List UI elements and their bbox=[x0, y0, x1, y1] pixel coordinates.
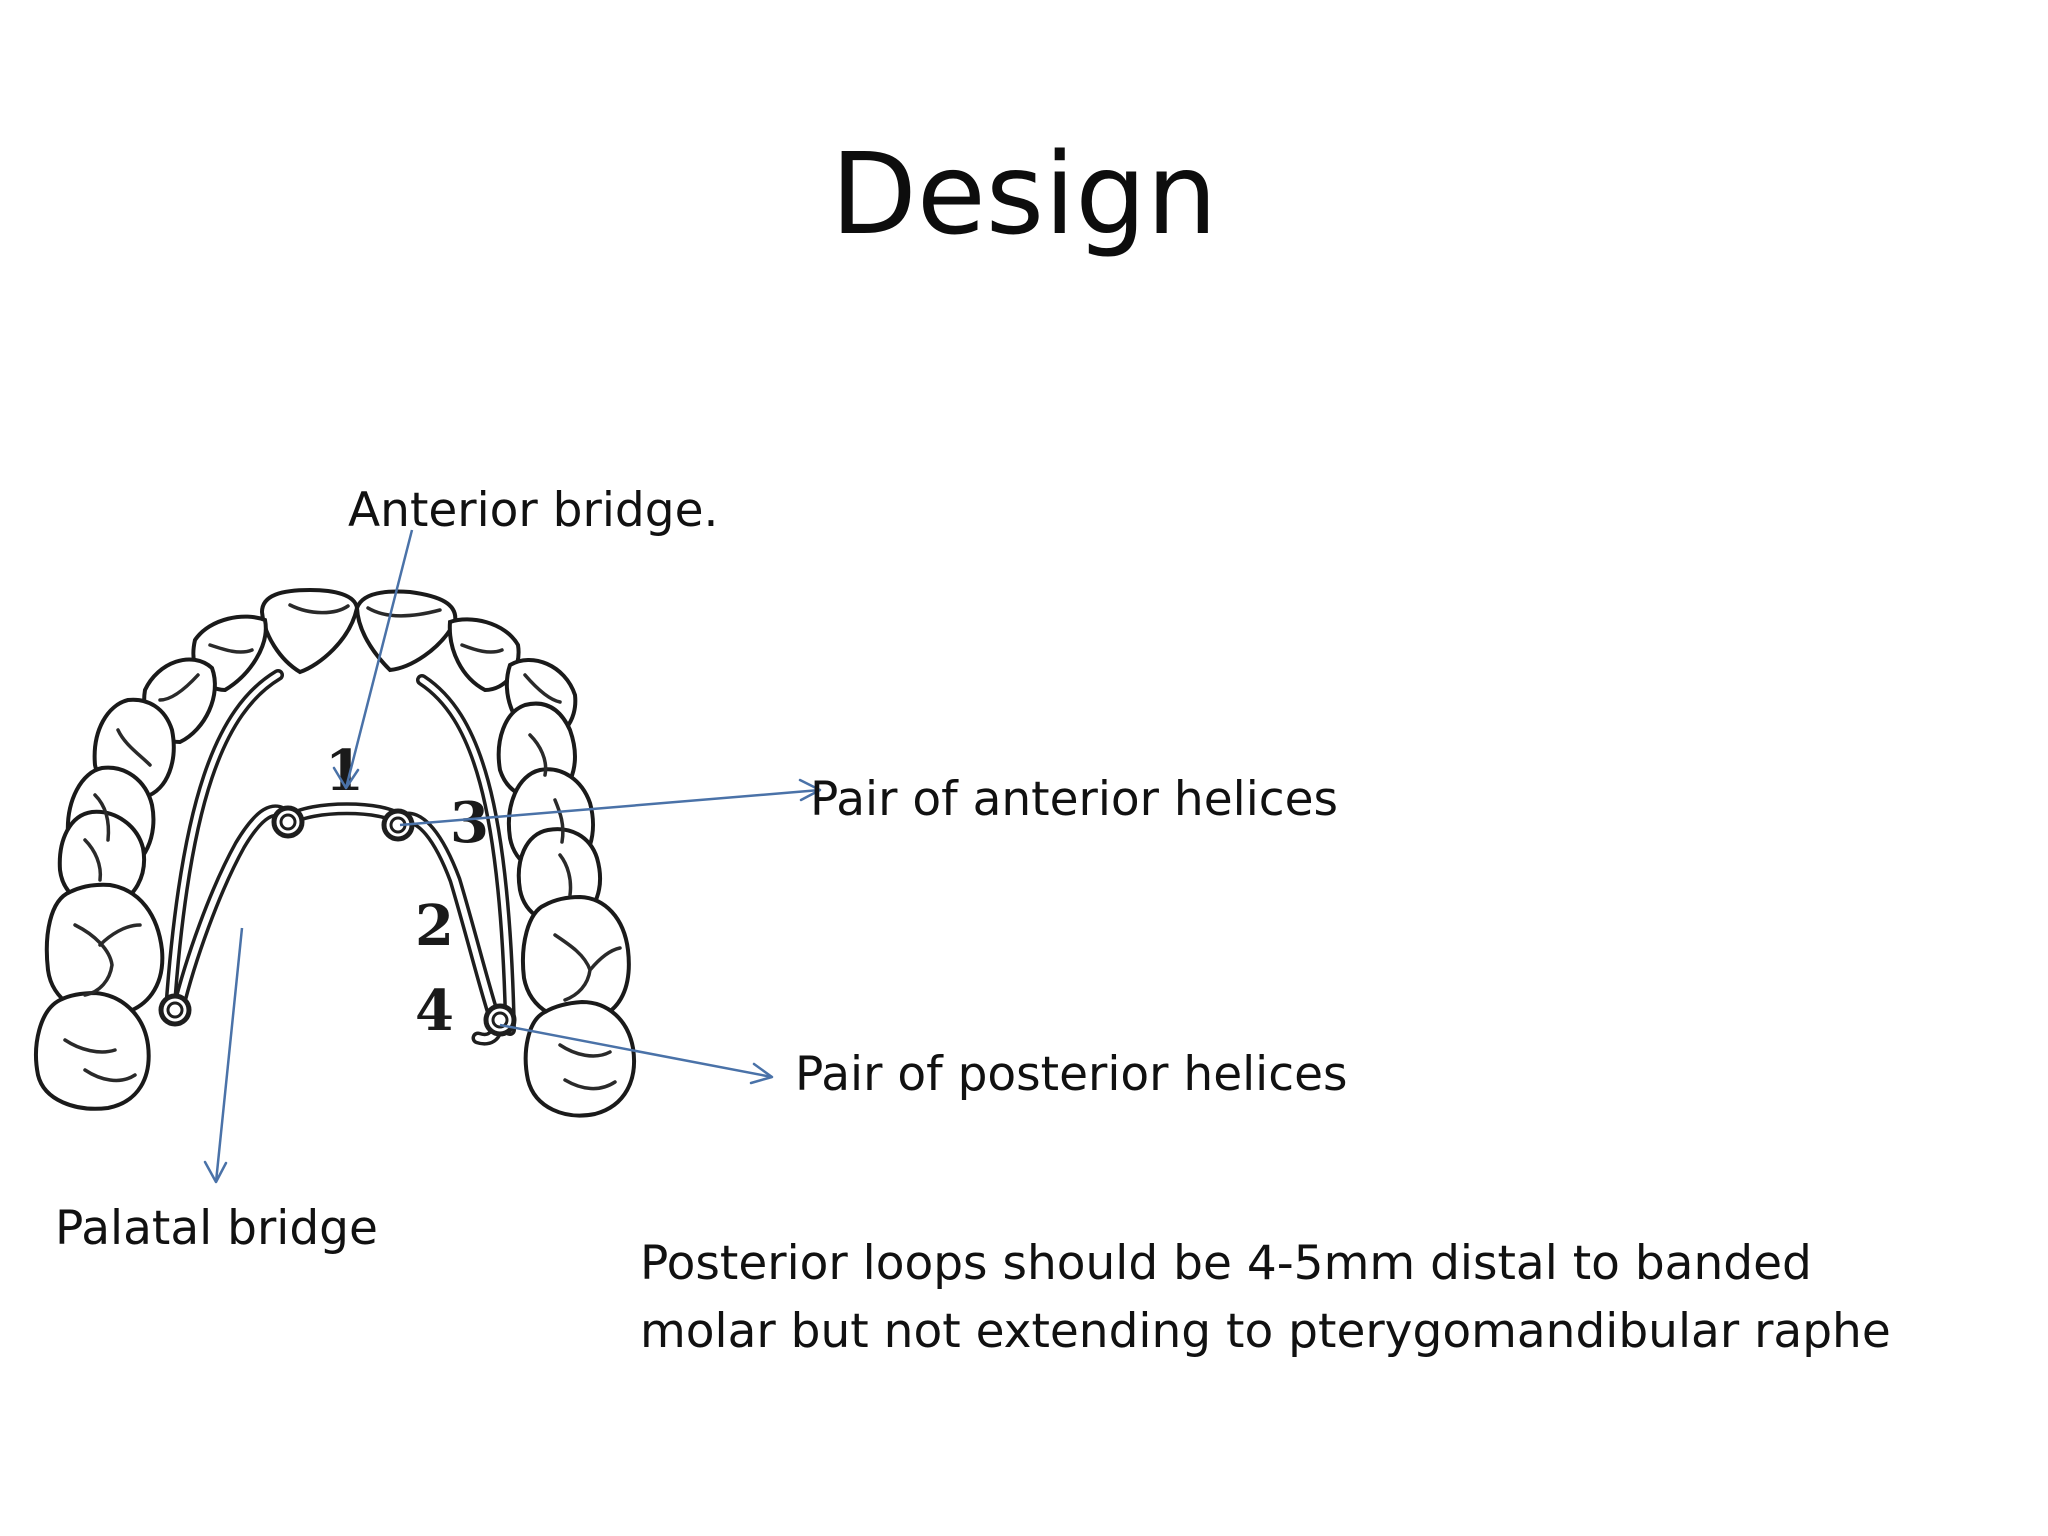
tooth-crease bbox=[553, 933, 622, 1002]
design-note-line-1: Posterior loops should be 4-5mm distal t… bbox=[640, 1236, 1812, 1291]
tooth-crease bbox=[288, 603, 350, 615]
arrow-anterior-helices bbox=[399, 778, 822, 827]
tooth-crease bbox=[93, 793, 111, 842]
tooth-crease bbox=[528, 733, 548, 777]
arrow-posterior-helices bbox=[499, 1023, 774, 1085]
anterior-helix-left bbox=[271, 805, 305, 839]
tooth bbox=[354, 589, 458, 673]
label-anterior-helices: Pair of anterior helices bbox=[810, 772, 1338, 827]
tooth-crease bbox=[158, 673, 200, 702]
arrow-palatal-bridge bbox=[203, 927, 244, 1184]
tooth bbox=[523, 999, 636, 1118]
tooth-crease bbox=[558, 1043, 617, 1091]
design-note-line-2: molar but not extending to pterygomandib… bbox=[640, 1304, 1891, 1359]
design-note: Posterior loops should be 4-5mm distal t… bbox=[640, 1230, 2000, 1366]
dental-arch bbox=[34, 587, 636, 1118]
diagram-number-2: 2 bbox=[415, 893, 454, 959]
label-palatal-bridge: Palatal bridge bbox=[55, 1201, 378, 1256]
tooth-crease bbox=[73, 923, 142, 997]
tooth-crease bbox=[63, 1038, 137, 1083]
label-anterior-bridge: Anterior bridge. bbox=[348, 483, 719, 538]
diagram-number-3: 3 bbox=[450, 790, 489, 856]
tooth-crease bbox=[83, 838, 103, 882]
tooth-crease bbox=[208, 643, 254, 654]
tooth-crease bbox=[460, 643, 504, 654]
posterior-helix-left bbox=[158, 993, 192, 1027]
tooth-crease bbox=[558, 853, 573, 897]
slide-title: Design bbox=[830, 130, 1218, 260]
arch-wires bbox=[164, 669, 516, 1036]
tooth-crease bbox=[553, 798, 565, 844]
posterior-helix-right bbox=[483, 1003, 517, 1037]
label-posterior-helices: Pair of posterior helices bbox=[795, 1047, 1348, 1102]
tooth bbox=[521, 894, 631, 1023]
tooth-crease bbox=[366, 606, 442, 618]
tooth-crease bbox=[116, 728, 152, 767]
tooth bbox=[259, 587, 360, 675]
arrow-anterior-bridge bbox=[332, 529, 414, 790]
tooth-crease bbox=[523, 673, 562, 704]
diagram-number-4: 4 bbox=[415, 978, 454, 1044]
